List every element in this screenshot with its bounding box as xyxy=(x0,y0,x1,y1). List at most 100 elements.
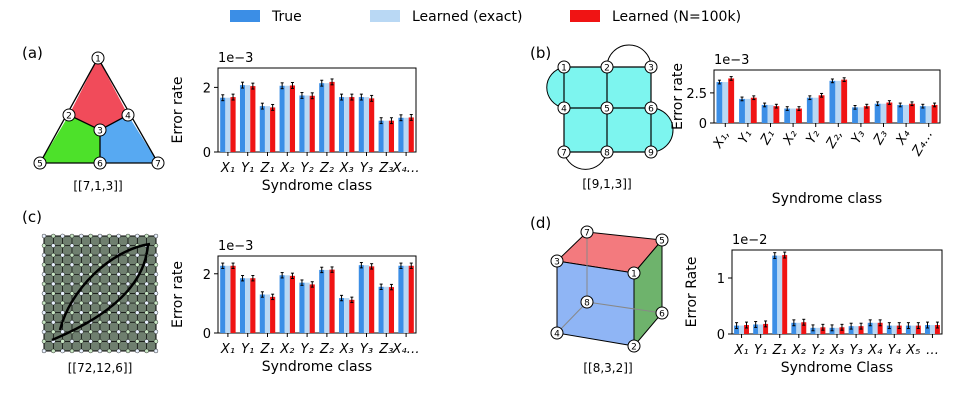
lattice-node xyxy=(69,272,75,277)
lattice-node xyxy=(51,348,56,354)
axis-multiplier: 1e−3 xyxy=(218,51,253,66)
lattice-node xyxy=(88,262,93,267)
bar xyxy=(304,282,310,333)
lattice-node xyxy=(88,339,93,344)
lattice-node xyxy=(69,310,75,315)
qubit-label: 4 xyxy=(561,105,567,115)
bar xyxy=(319,83,325,152)
lattice-node xyxy=(60,339,65,344)
x-tick-label: X₄ xyxy=(893,127,914,148)
panel-b-tag: (b) xyxy=(530,44,551,62)
x-tick-label: Y₃ xyxy=(850,343,863,358)
bar xyxy=(363,265,370,333)
panel-d-diagram: (d) 1 2 3 4 5 6 7 8 [[8,3,2]] xyxy=(530,214,669,375)
bar xyxy=(910,325,916,334)
panel-c-tag: (c) xyxy=(22,208,42,226)
lattice-node xyxy=(41,262,47,267)
bar xyxy=(338,97,345,152)
qubit-label: 9 xyxy=(648,149,654,159)
y-tick-label: 2 xyxy=(203,268,211,283)
lattice-node xyxy=(79,348,84,354)
qubit-label: 6 xyxy=(97,160,103,170)
bar xyxy=(289,85,296,152)
lattice-node xyxy=(79,262,84,267)
bar xyxy=(230,97,236,152)
face-blue xyxy=(100,115,158,163)
bar xyxy=(806,97,813,123)
lattice-node xyxy=(125,281,131,287)
qubit-label: 1 xyxy=(631,270,637,280)
logical-path xyxy=(51,243,150,342)
x-tick-label: Z₃ xyxy=(378,342,393,357)
bar xyxy=(250,278,256,333)
lattice-node xyxy=(116,329,121,334)
bar xyxy=(239,85,246,152)
qubit-label: 1 xyxy=(561,64,567,74)
lattice-node xyxy=(60,252,65,258)
axis-multiplier: 1e−3 xyxy=(714,53,749,68)
lattice-node xyxy=(97,272,103,277)
lattice-node xyxy=(116,348,121,354)
lattice-node xyxy=(79,291,84,296)
x-tick-label: X₃ xyxy=(339,342,354,357)
bar xyxy=(750,97,757,123)
lattice-node xyxy=(116,243,121,248)
bar xyxy=(790,108,797,123)
lattice-node xyxy=(97,339,103,344)
bar xyxy=(299,95,305,152)
bar xyxy=(772,255,778,334)
panel-c-diagram: (c) [[72,12,6]] xyxy=(22,208,159,375)
x-tick-label: Z₁ xyxy=(259,342,274,357)
qubit-label: 8 xyxy=(584,299,590,309)
bar xyxy=(744,325,749,334)
bar xyxy=(324,269,330,333)
lattice-node xyxy=(107,243,112,248)
lattice-node xyxy=(97,233,103,239)
bar xyxy=(338,298,345,333)
x-tick-label: X₁ xyxy=(220,161,235,176)
bar xyxy=(250,86,256,152)
panel-d-code: [[8,3,2]] xyxy=(583,361,632,375)
lattice-node xyxy=(41,291,47,296)
legend-swatch-true xyxy=(230,10,260,22)
bar xyxy=(309,284,315,333)
bar xyxy=(220,97,226,152)
bar xyxy=(848,326,854,334)
lattice-node xyxy=(153,339,159,344)
bar xyxy=(784,108,791,123)
bar xyxy=(358,265,364,333)
bar xyxy=(934,325,940,334)
bar xyxy=(925,106,932,123)
x-tick-label: Z₃ xyxy=(870,128,891,149)
bar xyxy=(304,95,310,152)
lattice-node xyxy=(116,272,121,277)
x-tick-label: Y₄ xyxy=(888,343,902,358)
lattice-node xyxy=(69,320,75,325)
lattice-node xyxy=(97,348,103,354)
lattice-node xyxy=(144,233,149,239)
bar xyxy=(383,120,389,152)
lattice-node xyxy=(125,262,131,267)
y-tick-label: 0 xyxy=(699,117,707,132)
bar xyxy=(863,106,870,123)
plot-frame xyxy=(217,255,417,334)
bar xyxy=(363,97,370,152)
x-axis-label: Syndrome class xyxy=(772,191,882,207)
x-tick-label: Y₁ xyxy=(241,342,254,357)
bar xyxy=(398,117,404,152)
lattice-node xyxy=(60,310,65,315)
bar xyxy=(763,323,769,334)
bar xyxy=(773,106,780,123)
lattice-node xyxy=(69,252,75,258)
lattice-node xyxy=(135,262,140,267)
x-tick-label: Z₂ xyxy=(319,161,334,176)
axis-multiplier: 1e−3 xyxy=(218,239,253,254)
bar xyxy=(739,325,745,334)
bar xyxy=(264,294,271,333)
x-tick-label: … xyxy=(926,343,939,358)
lattice-node xyxy=(97,243,103,248)
lattice-node xyxy=(51,310,56,315)
lattice-node xyxy=(79,233,84,239)
x-tick-label: Z₂, xyxy=(823,128,846,152)
